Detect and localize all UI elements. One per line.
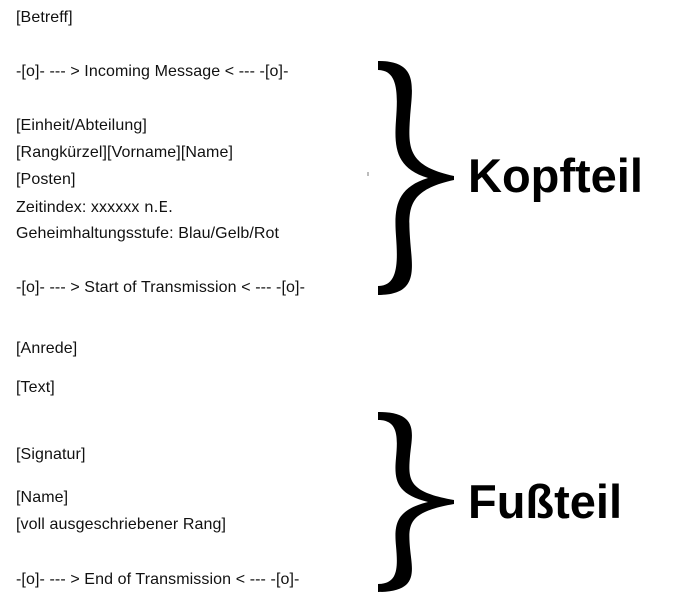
foot-section-brace [372, 410, 462, 594]
time-index-line: Zeitindex: xxxxxx n.E. [16, 197, 173, 218]
full-rank-placeholder: [voll ausgeschriebener Rang] [16, 516, 227, 533]
end-transmission-marker: -[o]- --- > End of Transmission < --- -[… [16, 571, 300, 588]
name-placeholder: [Name] [16, 489, 69, 506]
text-placeholder: [Text] [16, 379, 55, 396]
foot-section-label: Fußteil [468, 475, 623, 528]
time-index-label: Zeitindex: xxxxxx [16, 199, 145, 216]
rank-name-placeholder: [Rangkürzel][Vorname][Name] [16, 144, 234, 161]
unit-placeholder: [Einheit/Abteilung] [16, 117, 147, 134]
time-index-era: n.E. [144, 198, 173, 216]
subject-placeholder: [Betreff] [16, 9, 73, 26]
incoming-message-marker: -[o]- --- > Incoming Message < --- -[o]- [16, 63, 289, 80]
head-section-label: Kopfteil [468, 149, 643, 202]
classification-line: Geheimhaltungsstufe: Blau/Gelb/Rot [16, 225, 280, 242]
salutation-placeholder: [Anrede] [16, 340, 78, 357]
scan-speck [367, 172, 369, 176]
start-transmission-marker: -[o]- --- > Start of Transmission < --- … [16, 279, 305, 296]
signature-placeholder: [Signatur] [16, 446, 86, 463]
post-placeholder: [Posten] [16, 171, 76, 188]
head-section-brace [372, 58, 462, 298]
